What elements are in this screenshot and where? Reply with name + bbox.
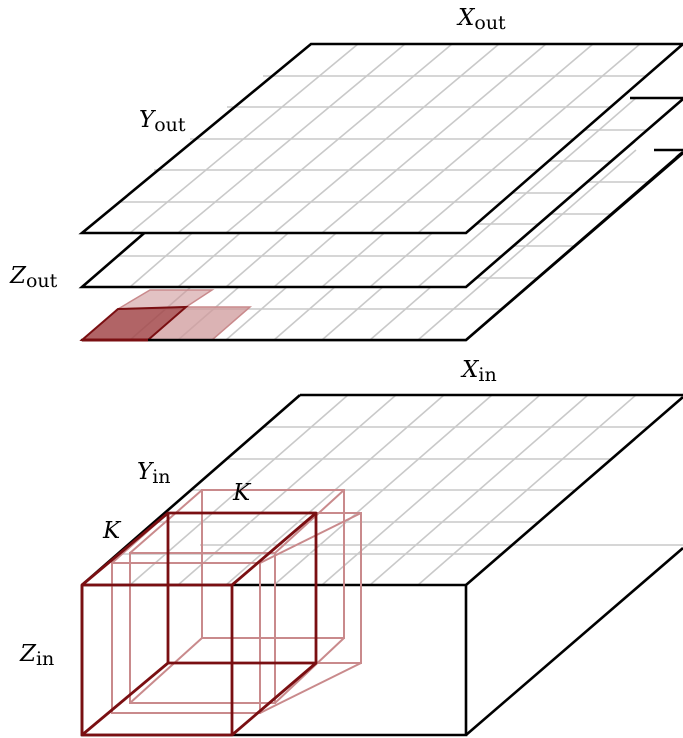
y-out-label: Yout [139,107,186,136]
y-in-label: Yin [137,459,171,488]
z-in-label: Zin [19,641,54,670]
output-layer-1 [78,42,683,235]
kernel-dark [80,511,318,737]
z-out-label: Zout [9,263,58,292]
x-out-label: Xout [456,5,506,34]
k-height-label: K [232,480,252,506]
input-volume [80,393,683,737]
k-depth-label: K [102,518,122,544]
x-in-label: Xin [460,357,497,386]
